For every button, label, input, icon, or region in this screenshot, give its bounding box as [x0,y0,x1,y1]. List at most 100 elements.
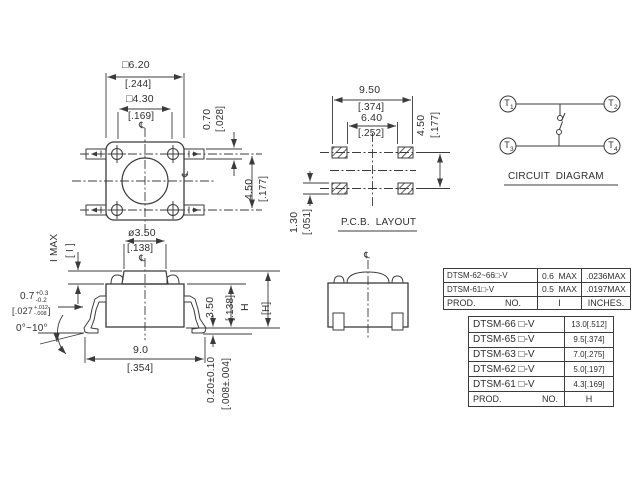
table-cell-inch: .0236MAX [581,269,630,283]
right-lead [183,295,207,334]
tol-plus: +0.3 [35,290,49,297]
top-width-in-label: [.244] [125,79,152,90]
pcb-inner-in-label: [.252] [358,128,385,139]
terminal-number: 1 [509,103,514,111]
terminal-label-t2: T2 [605,98,621,113]
pin-width-in-label: [.028] [215,105,226,132]
standoff-mm-label: 0.20±0.10 [206,356,217,403]
table-cell-inch: .0197MAX [581,282,630,296]
tol-minus: -0.2 [35,296,47,304]
side-view-linework [38,238,280,363]
pin-pitch-in-label: [.177] [258,175,269,202]
pcb-pad-in-label: [.051] [302,208,313,235]
centerline-symbol: ℄ [364,250,370,260]
switch-symbol [556,104,566,146]
top-width-mm-label: □6.20 [122,59,150,71]
table-cell-model: DTSM-66 □-V [473,318,535,330]
table-cell-model: DTSM-61□-V [444,282,537,295]
pcb-inner-mm-label: 6.40 [361,112,383,124]
pcb-outer-mm-label: 9.50 [359,84,381,96]
travel-bracket-label: [ I ] [65,243,76,258]
pcb-dimensions [303,96,450,206]
base-width-in-label: [.354] [127,363,154,374]
table-footer-dim: H [564,390,613,406]
right-ear [391,275,404,284]
table-cell-mm: 0.6 MAX [537,269,581,283]
left-ear [110,274,124,285]
table-cell-value: 5.0[.197] [564,361,613,377]
table-cell-value: 7.0[.275] [564,346,613,362]
left-lead [83,295,107,334]
terminal-label-t4: T4 [605,140,621,155]
terminal-label-t3: T3 [501,140,517,155]
prod-label: PROD. [447,297,476,308]
left-foot [332,312,345,331]
table-footer-prod-no: PROD. NO. [444,295,537,309]
tol-base: [.027 [12,306,34,316]
right-ear [166,274,180,285]
terminal-letter: T [504,140,510,150]
table-cell-model: DTSM-62 □-V [469,361,564,376]
table-cell-value: 13.0[.512] [564,317,613,332]
terminal-number: 4 [613,145,618,153]
travel-max-label: I MAX [49,233,60,262]
body-height-mm-label: 3.50 [204,296,216,318]
tol-plus: +.012 [34,305,48,311]
pcb-row-mm-label: 4.50 [415,114,427,136]
table-cell-model: DTSM-62~66□-V [447,271,508,281]
no-label: NO. [541,393,558,404]
terminal-number: 2 [613,103,618,111]
pin-width-mm-label: 0.70 [201,108,213,130]
side-view-dimensions [38,238,280,363]
lead-angle-label: 0°~10° [16,323,48,334]
actuator-dia-in-label: [.138] [127,243,154,254]
terminal-letter: T [504,98,510,108]
lead-thickness-mm-label: 0.7+0.3-0.2 [20,290,49,304]
right-foot [391,312,404,331]
overall-height-label: H [239,303,251,311]
top-inner-in-label: [.169] [128,111,155,122]
tol-minus: -.008 [34,310,47,317]
table-cell-value: 4.3[.169] [564,376,613,391]
overall-height-bracket-label: [H] [261,301,272,315]
body-height-in-label: [.138] [225,294,236,321]
top-view-linework [72,73,262,236]
top-inner-mm-label: □4.30 [126,93,154,105]
table-footer-prod-no: PROD. NO. [469,390,564,406]
actuator-dia-mm-label: ø3.50 [128,227,156,239]
circuit-diagram-linework [499,95,621,186]
top-view-centerlines [72,128,262,236]
terminal-label-t1: T1 [501,98,517,113]
top-view-dimensions [105,73,255,208]
tol-close: ] [47,306,51,316]
pin-pitch-mm-label: 4.50 [243,178,255,200]
terminal-number: 3 [509,145,514,153]
table-cell-model: DTSM-61 □-V [469,376,564,391]
travel-spec-table: DTSM-62~66□-V 0.6 MAX .0236MAX DTSM-61□-… [443,268,631,310]
pcb-row-in-label: [.177] [430,111,441,138]
lead-thickness-in-label: [.027+.012-.008] [12,305,51,317]
table-cell-value: 9.5[.374] [564,331,613,347]
centerline-symbol: ℄ [139,253,145,263]
left-ear [333,275,345,284]
table-cell-model: DTSM-65 □-V [469,331,564,347]
pcb-outer-in-label: [.374] [358,102,385,113]
centerline-symbol: ℄ [139,120,145,130]
prod-label: PROD. [473,393,502,404]
pcb-pad-mm-label: 1.30 [288,211,300,233]
terminal-letter: T [608,140,614,150]
pcb-centerlines [320,133,426,207]
pcb-layout-linework [303,96,450,232]
table-cell-model: DTSM-63 □-V [469,346,564,362]
table-cell-mm: 0.5 MAX [537,282,581,296]
height-spec-table: DTSM-66 □-V 13.0[.512] DTSM-65 □-V 9.5[.… [468,316,614,407]
table-footer-dim: I [537,295,581,309]
base-width-mm-label: 9.0 [133,344,149,356]
terminal-letter: T [608,98,614,108]
pcb-layout-title: P.C.B. LAYOUT [341,217,417,228]
no-label: NO. [504,297,521,308]
tol-base: 0.7 [20,291,35,302]
standoff-in-label: [.008±.004] [221,357,232,410]
